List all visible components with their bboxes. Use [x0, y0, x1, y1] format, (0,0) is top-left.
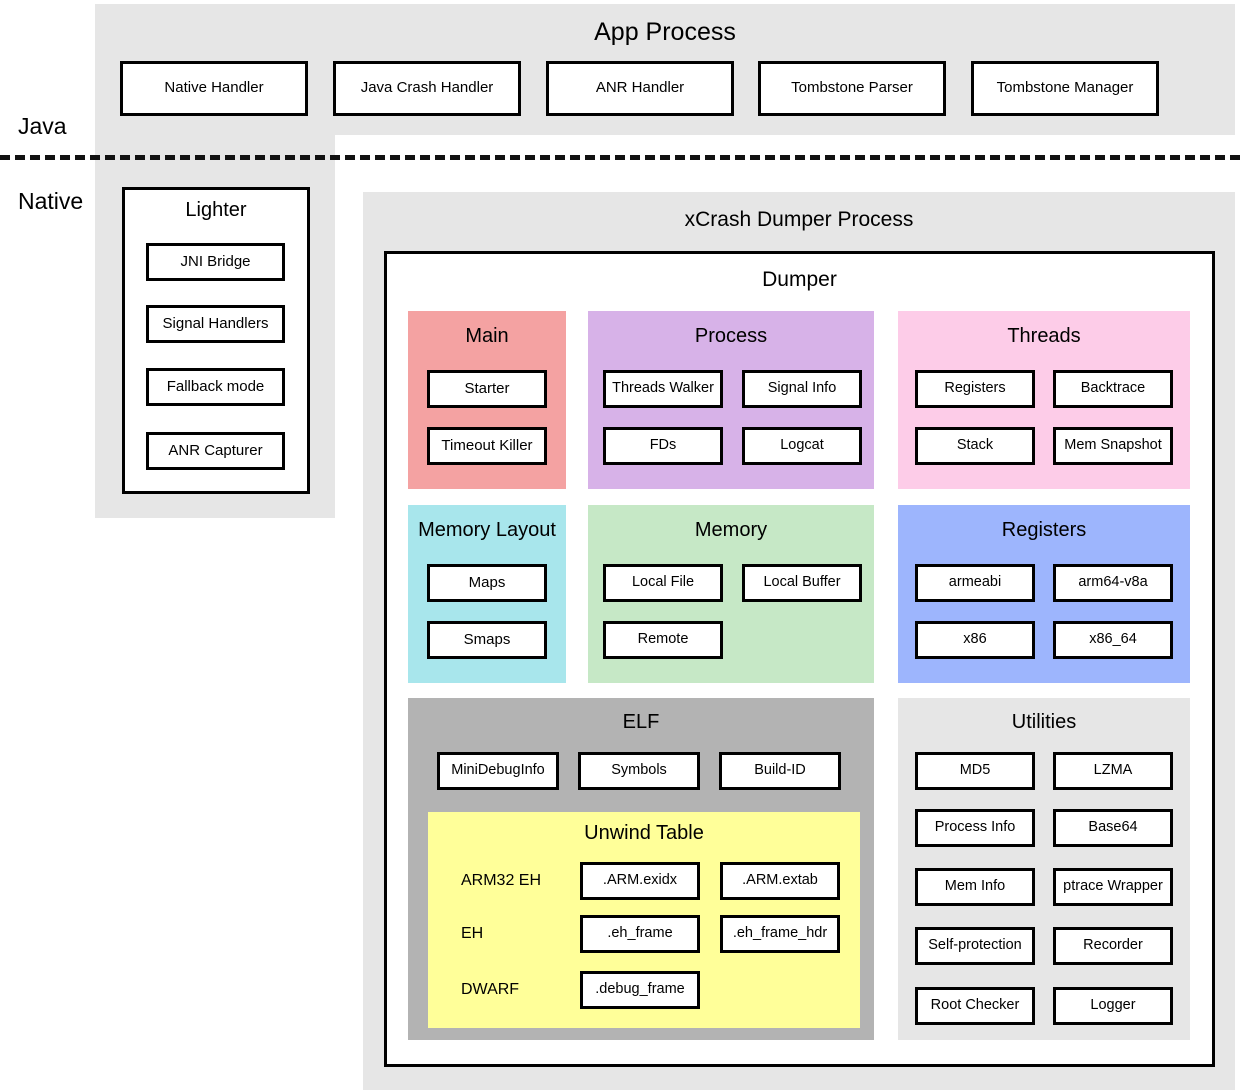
app-process-title: App Process	[594, 18, 736, 46]
unwind-row-label-dwarf: DWARF	[461, 981, 520, 998]
layer-label-java: Java	[18, 113, 67, 139]
node-root-checker[interactable]: Root Checker	[915, 987, 1035, 1025]
node-minidebuginfo[interactable]: MiniDebugInfo	[437, 752, 559, 790]
node-process-info[interactable]: Process Info	[915, 809, 1035, 847]
group-utilities-title: Utilities	[1011, 711, 1077, 733]
node-x86-64[interactable]: x86_64	[1053, 621, 1173, 659]
group-threads-title: Threads	[1007, 325, 1081, 347]
node-local-file[interactable]: Local File	[603, 564, 723, 602]
group-registers-title: Registers	[1001, 519, 1087, 541]
node-timeout-killer[interactable]: Timeout Killer	[427, 427, 547, 465]
node-native-handler[interactable]: Native Handler	[120, 61, 308, 116]
unwind-row-label-eh: EH	[461, 925, 484, 942]
node-ptrace-wrapper[interactable]: ptrace Wrapper	[1053, 868, 1173, 906]
node-threads-walker[interactable]: Threads Walker	[603, 370, 723, 408]
node-arm64-v8a[interactable]: arm64-v8a	[1053, 564, 1173, 602]
node-stack[interactable]: Stack	[915, 427, 1035, 465]
node-eh-frame-hdr[interactable]: .eh_frame_hdr	[720, 915, 840, 953]
layer-label-native: Native	[18, 188, 84, 214]
node-backtrace[interactable]: Backtrace	[1053, 370, 1173, 408]
xcrash-dumper-process-title: xCrash Dumper Process	[684, 208, 914, 231]
group-memory-title: Memory	[694, 519, 768, 541]
node-arm-extab[interactable]: .ARM.extab	[720, 862, 840, 900]
node-logger[interactable]: Logger	[1053, 987, 1173, 1025]
node-base64[interactable]: Base64	[1053, 809, 1173, 847]
node-tombstone-parser[interactable]: Tombstone Parser	[758, 61, 946, 116]
node-signal-info[interactable]: Signal Info	[742, 370, 862, 408]
node-self-protection[interactable]: Self-protection	[915, 927, 1035, 965]
group-elf-title: ELF	[622, 711, 660, 733]
node-x86[interactable]: x86	[915, 621, 1035, 659]
node-remote[interactable]: Remote	[603, 621, 723, 659]
java-native-divider	[0, 155, 1240, 160]
node-fds[interactable]: FDs	[603, 427, 723, 465]
node-md5[interactable]: MD5	[915, 752, 1035, 790]
node-maps[interactable]: Maps	[427, 564, 547, 602]
node-java-crash-handler[interactable]: Java Crash Handler	[333, 61, 521, 116]
node-mem-snapshot[interactable]: Mem Snapshot	[1053, 427, 1173, 465]
node-anr-capturer[interactable]: ANR Capturer	[146, 432, 285, 470]
node-logcat[interactable]: Logcat	[742, 427, 862, 465]
node-symbols[interactable]: Symbols	[578, 752, 700, 790]
node-starter[interactable]: Starter	[427, 370, 547, 408]
node-tombstone-manager[interactable]: Tombstone Manager	[971, 61, 1159, 116]
unwind-row-label-arm32-eh: ARM32 EH	[461, 872, 542, 889]
node-local-buffer[interactable]: Local Buffer	[742, 564, 862, 602]
node-jni-bridge[interactable]: JNI Bridge	[146, 243, 285, 281]
node-mem-info[interactable]: Mem Info	[915, 868, 1035, 906]
node-armeabi[interactable]: armeabi	[915, 564, 1035, 602]
node-smaps[interactable]: Smaps	[427, 621, 547, 659]
group-process-title: Process	[694, 325, 768, 347]
group-unwind-table-title: Unwind Table	[584, 822, 704, 844]
node-registers[interactable]: Registers	[915, 370, 1035, 408]
node-anr-handler[interactable]: ANR Handler	[546, 61, 734, 116]
node-recorder[interactable]: Recorder	[1053, 927, 1173, 965]
lighter-title: Lighter	[185, 199, 247, 221]
group-memory-layout-title: Memory Layout	[418, 519, 556, 541]
group-main-title: Main	[465, 325, 509, 347]
node-debug-frame[interactable]: .debug_frame	[580, 971, 700, 1009]
node-signal-handlers[interactable]: Signal Handlers	[146, 305, 285, 343]
node-eh-frame[interactable]: .eh_frame	[580, 915, 700, 953]
node-build-id[interactable]: Build-ID	[719, 752, 841, 790]
node-arm-exidx[interactable]: .ARM.exidx	[580, 862, 700, 900]
node-lzma[interactable]: LZMA	[1053, 752, 1173, 790]
dumper-title: Dumper	[762, 268, 837, 291]
node-fallback-mode[interactable]: Fallback mode	[146, 368, 285, 406]
